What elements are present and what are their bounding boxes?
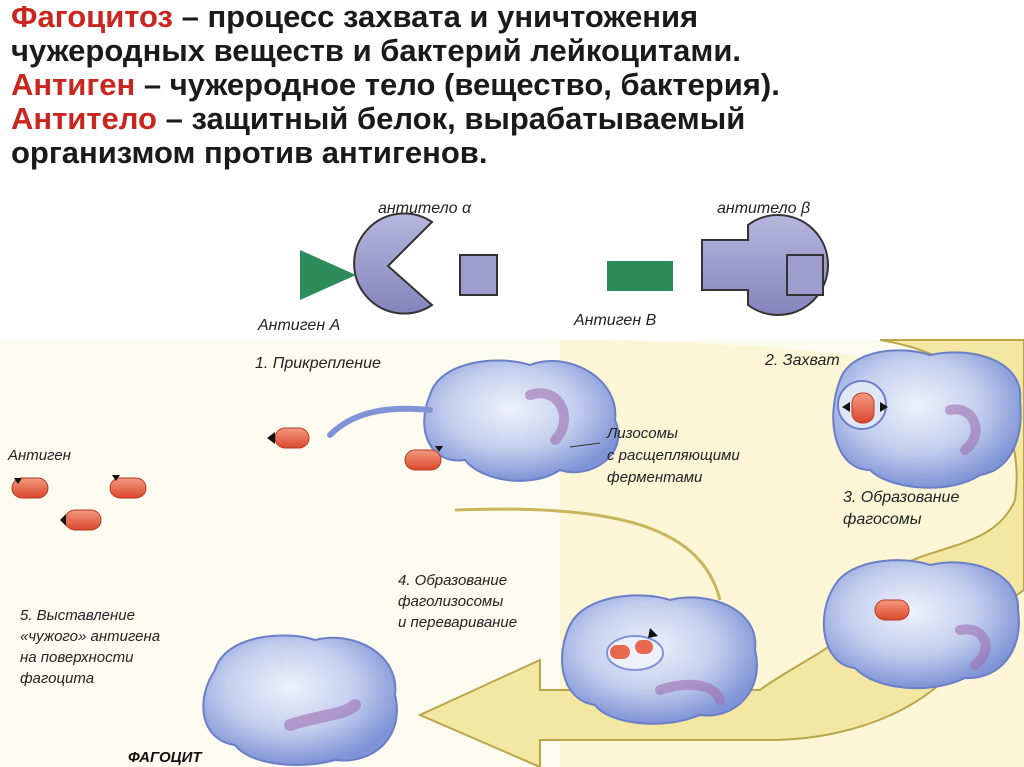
step4-label-line3: и переваривание — [398, 614, 517, 631]
term-antigen: Антиген — [11, 67, 136, 102]
definition-phagocytosis: Фагоцитоз – процесс захвата и уничтожени… — [11, 0, 1011, 68]
step5-label-line4: фагоцита — [20, 670, 94, 687]
antigen-a-shape — [300, 250, 356, 300]
antigen-b-label: Антиген B — [573, 312, 657, 329]
curve-line — [454, 507, 722, 601]
definition-antibody: Антитело – защитный белок, вырабатываемы… — [11, 102, 1011, 170]
lysosomes-label-line1: Лизосомы — [606, 425, 678, 442]
bacterium-2 — [404, 446, 443, 471]
phagocyte-label: ФАГОЦИТ — [128, 749, 203, 766]
step3-label-line1: 3. Образование — [843, 489, 959, 506]
antibody-beta-tail — [786, 254, 824, 296]
bacterium-4 — [109, 475, 147, 499]
antibody-beta — [701, 214, 829, 316]
bacterium-engulfing — [842, 392, 888, 424]
lysosome-pointer — [569, 442, 601, 448]
lysosomes-label-line2: с расщепляющими — [607, 447, 740, 464]
antibody-alpha — [353, 212, 498, 315]
step5-label-line3: на поверхности — [20, 649, 134, 666]
phagocyte-cell-5 — [202, 634, 398, 766]
term-phagocytosis: Фагоцитоз — [11, 0, 173, 34]
definition-dash: – — [172, 0, 208, 34]
definition-text: организмом против антигенов. — [11, 135, 488, 170]
lysosomes-label-line3: ферментами — [607, 469, 703, 486]
bacterium-1 — [267, 427, 310, 449]
bacterium-in-phagosome — [874, 599, 910, 621]
bacterium-5 — [60, 509, 102, 531]
definition-text: чужеродных веществ и бактерий лейкоцитам… — [11, 33, 742, 68]
definition-dash: – — [135, 67, 170, 102]
bacterium-digested — [610, 628, 658, 659]
term-antibody: Антитело — [11, 101, 157, 136]
antigen-b-shape — [607, 261, 673, 291]
step4-label-line2: фаголизосомы — [398, 593, 503, 610]
definition-antigen: Антиген – чужеродное тело (вещество, бак… — [11, 68, 1011, 102]
step5-label-line2: «чужого» антигена — [20, 628, 160, 645]
bacterium-3 — [11, 477, 49, 499]
antibody-alpha-label: антитело α — [378, 200, 472, 217]
step3-label-line2: фагосомы — [843, 511, 922, 528]
phagocyte-cell-1 — [327, 359, 620, 482]
step5-label-line1: 5. Выставление — [20, 607, 135, 624]
definition-dash: – — [157, 101, 192, 136]
antigen-label: Антиген — [7, 447, 71, 464]
antibody-alpha-head — [353, 212, 434, 315]
phagocyte-cell-4 — [561, 594, 758, 725]
definition-text: защитный белок, вырабатываемый — [191, 101, 746, 136]
definition-text: процесс захвата и уничтожения — [207, 0, 699, 34]
antibody-alpha-tail — [459, 254, 498, 296]
step4-label-line1: 4. Образование — [398, 572, 507, 589]
step1-label: 1. Прикрепление — [255, 355, 381, 372]
phagocyte-cell-3 — [822, 559, 1020, 690]
antibody-beta-label: антитело β — [717, 200, 810, 217]
definition-text: чужеродное тело (вещество, бактерия). — [169, 67, 780, 102]
definitions: Фагоцитоз – процесс захвата и уничтожени… — [11, 0, 1011, 170]
step2-label: 2. Захват — [764, 352, 840, 369]
antigen-a-label: Антиген A — [257, 317, 340, 334]
